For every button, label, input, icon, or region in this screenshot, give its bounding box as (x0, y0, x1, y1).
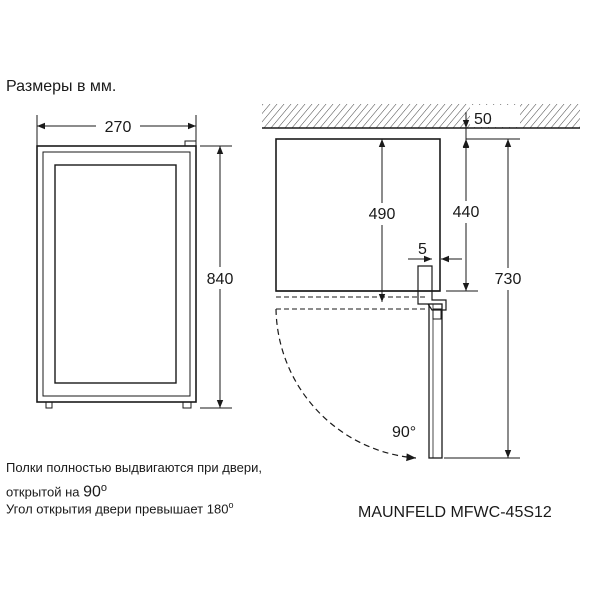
door-offset-value: 5 (418, 241, 427, 258)
top-view: 50 90° 490 440 5 (262, 104, 580, 462)
door-glass (54, 164, 177, 384)
door-opening-text: Угол открытия двери превышает 180 (6, 501, 229, 517)
foot-left (45, 401, 53, 409)
page-title: Размеры в мм. (6, 78, 117, 95)
shelves-note: Полки полностью выдвигаются при двери, о… (6, 458, 262, 502)
width-value: 270 (105, 119, 132, 136)
cabinet-front-outline (36, 145, 197, 403)
top-hinge (184, 140, 197, 147)
door-opening-note: Угол открытия двери превышает 180o (6, 500, 233, 516)
height-value: 840 (207, 271, 234, 288)
depth-body-value: 490 (369, 206, 396, 223)
shelves-note-prefix: открытой на (6, 484, 80, 500)
door-opening-unit: o (228, 500, 234, 510)
open-door (428, 303, 443, 459)
model-name: MAUNFELD MFWC-45S12 (358, 504, 552, 521)
shelves-note-line2: открытой на 90o (6, 478, 262, 502)
wall-hatching (262, 104, 580, 128)
shelves-angle-unit: o (100, 482, 108, 494)
shelves-note-line1: Полки полностью выдвигаются при двери, (6, 460, 262, 475)
foot-right (182, 401, 192, 409)
door-swing-arc (275, 308, 417, 462)
door-frame (42, 151, 191, 397)
front-view: 270 840 (36, 114, 241, 409)
depth-hinge-value: 440 (453, 204, 480, 221)
door-angle-value: 90° (392, 424, 416, 441)
cabinet-top-outline (275, 138, 441, 292)
ceiling-gap-value: 50 (474, 111, 492, 128)
hinge-bracket (417, 265, 447, 311)
depth-open-value: 730 (495, 271, 522, 288)
shelves-angle: 90 (83, 483, 101, 501)
